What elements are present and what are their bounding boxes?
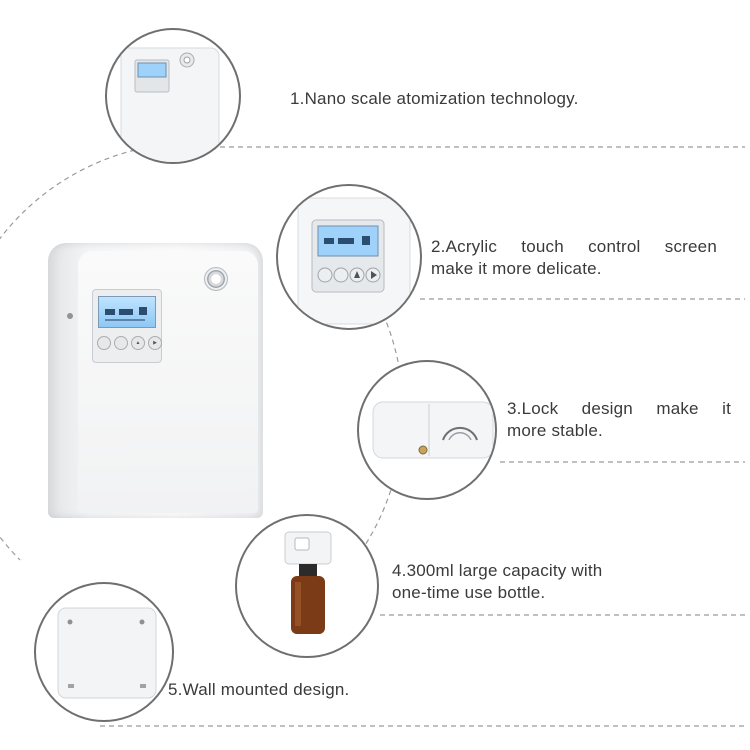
feature-3-line-2: more stable. — [507, 421, 603, 440]
touch-screen-icon — [297, 197, 411, 325]
control-buttons: ▲ ▶ — [97, 336, 162, 350]
atomizer-icon — [120, 47, 220, 162]
device-front-panel: ▲ ▶ — [78, 251, 258, 513]
set-button-icon — [114, 336, 128, 350]
feature-text-5: 5.Wall mounted design. — [168, 679, 468, 701]
feature-circle-4 — [235, 514, 379, 658]
feature-circle-2 — [276, 184, 422, 330]
bottle-icon — [284, 531, 332, 634]
feature-circle-3 — [357, 360, 497, 500]
main-device-image: ▲ ▶ — [48, 243, 263, 518]
feature-3-line-1: 3.Lock design make it — [507, 399, 731, 418]
lcd-digits-icon — [105, 307, 147, 321]
feature-4-line-1: 4.300ml large capacity with — [392, 561, 603, 580]
feature-text-4: 4.300ml large capacity with one-time use… — [392, 560, 692, 604]
control-panel: ▲ ▶ — [92, 289, 162, 363]
lcd-screen — [98, 296, 156, 328]
feature-2-line-2: make it more delicate. — [431, 259, 602, 278]
mode-button-icon — [97, 336, 111, 350]
feature-circle-1 — [105, 28, 241, 164]
up-button-icon: ▲ — [131, 336, 145, 350]
lock-knob-icon — [204, 267, 228, 291]
feature-1-line-1: 1.Nano scale atomization technology. — [290, 89, 579, 108]
feature-circle-5 — [34, 582, 174, 722]
lock-icon — [372, 401, 494, 459]
feature-4-line-2: one-time use bottle. — [392, 583, 546, 602]
feature-text-3: 3.Lock design make it more stable. — [507, 398, 731, 442]
feature-text-1: 1.Nano scale atomization technology. — [290, 88, 730, 110]
side-screw-icon — [67, 313, 73, 319]
feature-2-line-1: 2.Acrylic touch control screen — [431, 237, 717, 256]
feature-5-line-1: 5.Wall mounted design. — [168, 680, 350, 699]
wall-mount-icon — [57, 607, 157, 699]
feature-text-2: 2.Acrylic touch control screen make it m… — [431, 236, 717, 280]
right-button-icon: ▶ — [148, 336, 162, 350]
